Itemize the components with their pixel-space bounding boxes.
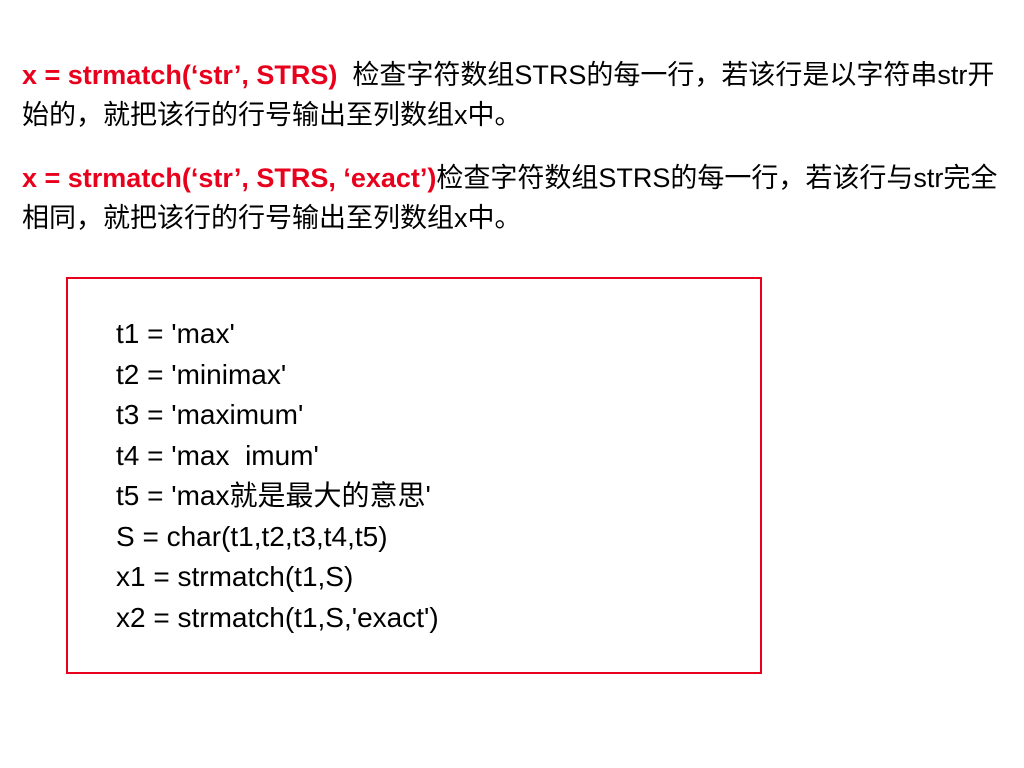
code-line: x1 = strmatch(t1,S) [116, 561, 354, 592]
code-line: t5 = 'max就是最大的意思' [116, 480, 431, 511]
syntax-strmatch-exact: x = strmatch(‘str’, STRS, ‘exact’) [22, 163, 437, 193]
code-line: t4 = 'max imum' [116, 439, 319, 471]
syntax-strmatch: x = strmatch(‘str’, STRS) [22, 60, 338, 90]
syntax-separator [337, 60, 352, 90]
code-line: t2 = 'minimax' [116, 358, 287, 390]
code-line: t3 = 'maximum' [116, 399, 304, 430]
description-strmatch: x = strmatch(‘str’, STRS) 检查字符数组STRS的每一行… [22, 55, 1007, 135]
code-line: S = char(t1,t2,t3,t4,t5) [116, 520, 388, 552]
code-example-lines: t1 = 'max' t2 = 'minimax' t3 = 'maximum'… [116, 314, 439, 638]
code-line: x2 = strmatch(t1,S,'exact') [116, 601, 439, 633]
code-line: t1 = 'max' [116, 318, 235, 349]
description-text-strmatch: 检查字符数组STRS的每一行，若该行是以字符串str开始的，就把该行的行号输出至… [22, 60, 995, 130]
description-text-strmatch-exact: 检查字符数组STRS的每一行，若该行与str完全相同，就把该行的行号输出至列数组… [22, 163, 998, 233]
code-example-box [66, 277, 762, 674]
description-strmatch-exact: x = strmatch(‘str’, STRS, ‘exact’)检查字符数组… [22, 158, 1007, 238]
